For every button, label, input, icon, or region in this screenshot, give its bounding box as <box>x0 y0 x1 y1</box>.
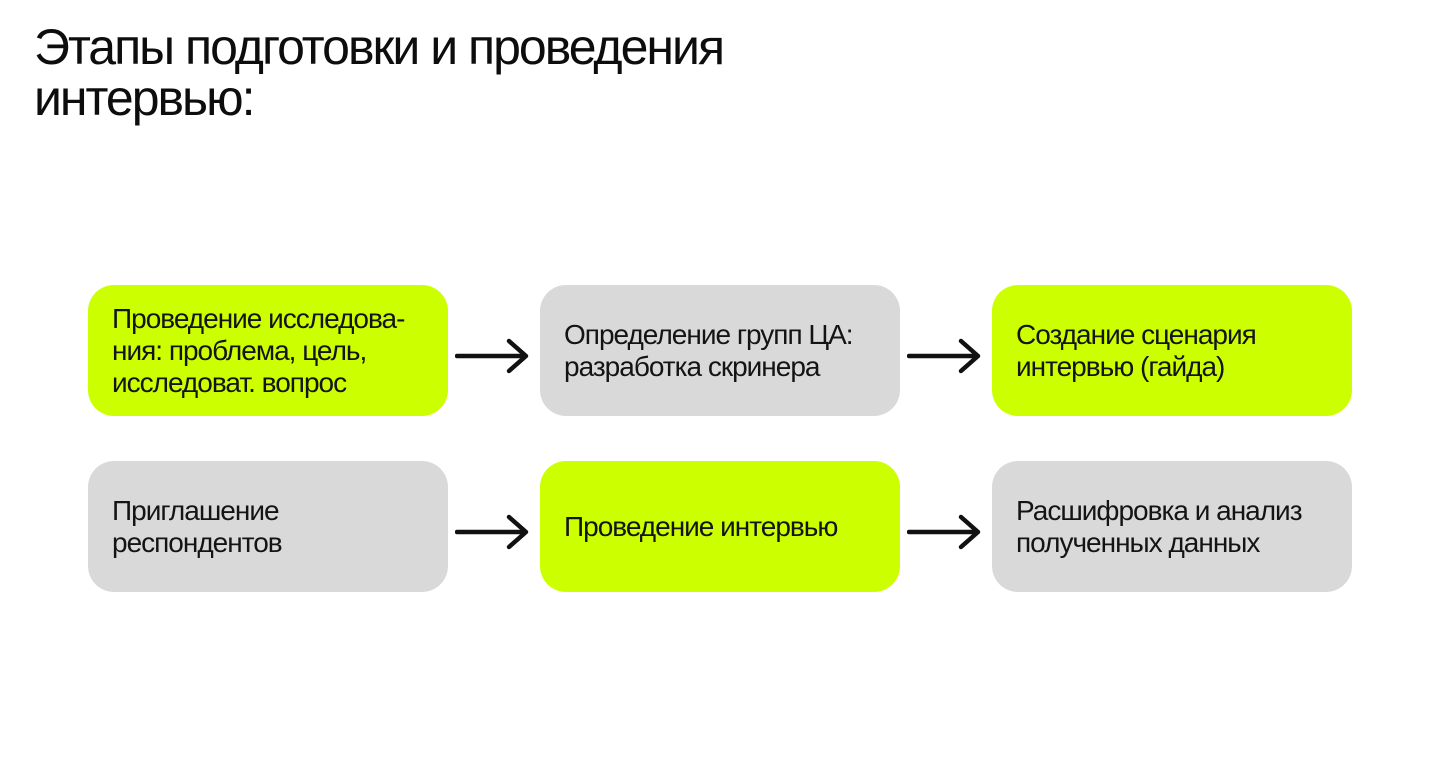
step-text-line: Создание сценария <box>1016 318 1257 350</box>
step-text-line: Приглашение <box>112 494 280 526</box>
step-box-conduct-interview: Проведение интервью <box>540 461 900 592</box>
step-box-interview-guide: Создание сценария интервью (гайда) <box>992 285 1352 416</box>
step-text-line: ния: проблема, цель, <box>112 334 367 366</box>
step-box-research: Проведение исследова- ния: проблема, цел… <box>88 285 448 416</box>
title-line-2: интервью: <box>34 70 256 126</box>
arrow-right-icon <box>907 336 983 376</box>
step-box-analysis: Расшифровка и анализ полученных данных <box>992 461 1352 592</box>
step-text-line: Проведение интервью <box>564 510 838 542</box>
step-text-line: полученных данных <box>1016 526 1260 558</box>
step-text-line: Расшифровка и анализ <box>1016 494 1303 526</box>
step-text-line: респондентов <box>112 526 283 558</box>
step-box-target-groups: Определение групп ЦА: разработка скринер… <box>540 285 900 416</box>
step-text-line: Проведение исследова- <box>112 302 405 334</box>
step-text-line: Определение групп ЦА: <box>564 318 854 350</box>
step-text-line: интервью (гайда) <box>1016 350 1225 382</box>
page-title: Этапы подготовки и проведения интервью: <box>34 22 934 124</box>
title-line-1: Этапы подготовки и проведения <box>34 19 725 75</box>
arrow-right-icon <box>907 512 983 552</box>
step-text-line: исследоват. вопрос <box>112 366 347 398</box>
arrow-right-icon <box>455 336 531 376</box>
step-box-invite-respondents: Приглашение респондентов <box>88 461 448 592</box>
arrow-right-icon <box>455 512 531 552</box>
step-text-line: разработка скринера <box>564 350 821 382</box>
